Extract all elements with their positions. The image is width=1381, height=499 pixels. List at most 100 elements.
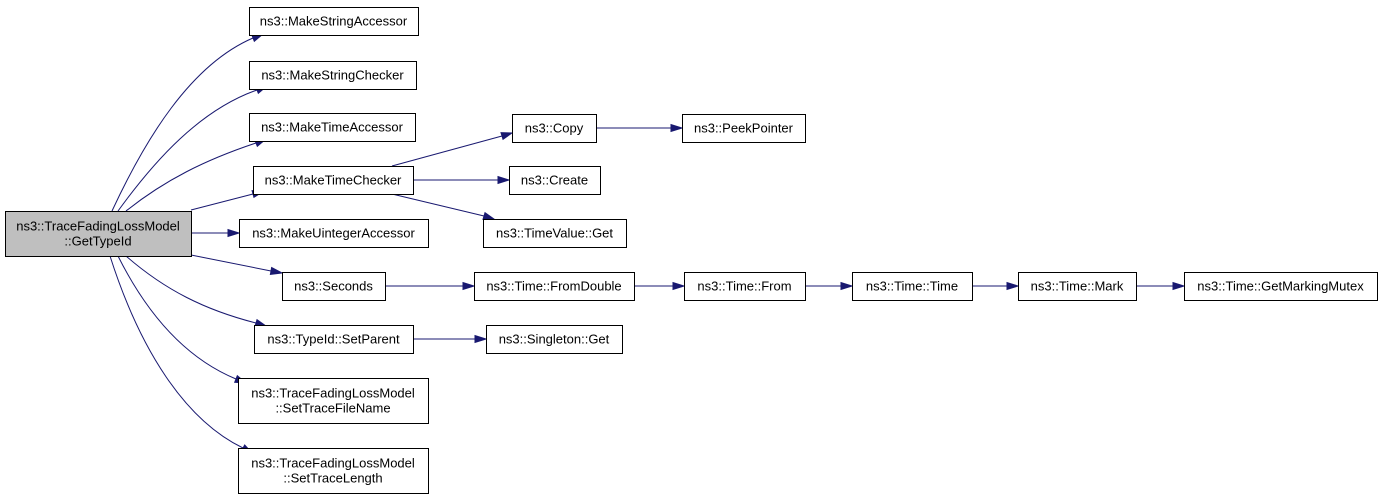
node-label: ns3::Copy	[525, 121, 584, 136]
edge-seconds-to-fromDouble	[385, 281, 476, 291]
edge-root-to-setTraceFileName	[117, 255, 248, 384]
node-box	[512, 114, 597, 143]
node-box	[238, 448, 429, 494]
edge-line	[391, 193, 485, 217]
arrowhead-icon	[462, 281, 476, 291]
node-singletonGet[interactable]: ns3::Singleton::Get	[486, 325, 623, 354]
node-makeTimeAccessor[interactable]: ns3::MakeTimeAccessor	[249, 113, 416, 142]
node-box	[253, 166, 414, 195]
node-makeStringChecker[interactable]: ns3::MakeStringChecker	[249, 61, 417, 90]
node-getMarkingMutex[interactable]: ns3::Time::GetMarkingMutex	[1184, 272, 1378, 301]
node-box	[684, 272, 806, 301]
node-label: ns3::Seconds	[294, 279, 373, 294]
node-label: ns3::TraceFadingLossModel	[251, 456, 415, 471]
edge-line	[125, 255, 257, 324]
edge-makeTimeChecker-to-create	[413, 175, 511, 185]
node-box	[852, 272, 973, 301]
edge-makeTimeChecker-to-copy	[391, 132, 514, 167]
node-setParent[interactable]: ns3::TypeId::SetParent	[254, 325, 414, 354]
edge-fromDouble-to-timeFrom	[634, 281, 686, 291]
edge-timeTime-to-timeMark	[972, 281, 1020, 291]
node-timeTime[interactable]: ns3::Time::Time	[852, 272, 973, 301]
edge-root-to-makeTimeAccessor	[125, 138, 268, 212]
arrowhead-icon	[227, 228, 241, 238]
edge-line	[117, 255, 237, 380]
node-box	[254, 325, 414, 354]
node-label: ns3::MakeStringChecker	[261, 68, 404, 83]
edge-root-to-makeStringChecker	[117, 85, 269, 212]
node-label: ns3::Time::Mark	[1031, 279, 1124, 294]
node-label: ns3::Time::FromDouble	[486, 279, 621, 294]
node-box	[249, 61, 417, 90]
node-label: ns3::Time::Time	[866, 279, 958, 294]
edge-setParent-to-singletonGet	[413, 334, 488, 344]
edge-timeMark-to-getMarkingMutex	[1136, 281, 1186, 291]
arrowhead-icon	[670, 123, 684, 133]
edge-line	[190, 193, 254, 211]
edge-root-to-makeStringAccessor	[111, 33, 265, 212]
edge-root-to-seconds	[190, 254, 284, 276]
node-label: ::SetTraceLength	[283, 471, 382, 486]
node-create[interactable]: ns3::Create	[509, 166, 601, 195]
node-timeValueGet[interactable]: ns3::TimeValue::Get	[483, 219, 627, 248]
edge-line	[391, 135, 503, 167]
node-box	[682, 114, 806, 143]
node-peekPointer[interactable]: ns3::PeekPointer	[682, 114, 806, 143]
node-root[interactable]: ns3::TraceFadingLossModel::GetTypeId	[5, 211, 192, 257]
node-box	[474, 272, 635, 301]
node-box	[249, 113, 416, 142]
node-box	[5, 211, 192, 257]
node-makeStringAccessor[interactable]: ns3::MakeStringAccessor	[249, 7, 419, 36]
arrowhead-icon	[500, 132, 514, 141]
node-label: ::SetTraceFileName	[275, 401, 390, 416]
node-label: ns3::MakeUintegerAccessor	[252, 226, 415, 241]
arrowhead-icon	[1006, 281, 1020, 291]
node-label: ns3::Time::From	[697, 279, 791, 294]
node-box	[239, 219, 429, 248]
node-box	[1018, 272, 1137, 301]
arrowhead-icon	[269, 266, 284, 276]
node-copy[interactable]: ns3::Copy	[512, 114, 597, 143]
node-label: ns3::TraceFadingLossModel	[16, 219, 180, 234]
arrowhead-icon	[840, 281, 854, 291]
edge-makeTimeChecker-to-timeValueGet	[391, 193, 496, 220]
arrowhead-icon	[1172, 281, 1186, 291]
node-label: ns3::TypeId::SetParent	[267, 332, 400, 347]
node-label: ::GetTypeId	[64, 234, 131, 249]
edge-line	[111, 37, 254, 212]
node-timeFrom[interactable]: ns3::Time::From	[684, 272, 806, 301]
node-box	[1184, 272, 1378, 301]
node-label: ns3::PeekPointer	[694, 121, 794, 136]
node-box	[486, 325, 623, 354]
node-label: ns3::MakeStringAccessor	[260, 14, 408, 29]
edge-root-to-setTraceLength	[109, 255, 254, 454]
edge-copy-to-peekPointer	[596, 123, 684, 133]
nodes-layer: ns3::TraceFadingLossModel::GetTypeIdns3:…	[5, 7, 1378, 494]
node-makeUintegerAccessor[interactable]: ns3::MakeUintegerAccessor	[239, 219, 429, 248]
edge-line	[125, 142, 257, 212]
arrowhead-icon	[497, 175, 511, 185]
node-timeMark[interactable]: ns3::Time::Mark	[1018, 272, 1137, 301]
edge-root-to-makeUintegerAccessor	[191, 228, 241, 238]
node-makeTimeChecker[interactable]: ns3::MakeTimeChecker	[253, 166, 414, 195]
node-label: ns3::Singleton::Get	[499, 332, 610, 347]
node-label: ns3::MakeTimeChecker	[265, 173, 402, 188]
node-label: ns3::Create	[521, 173, 588, 188]
node-label: ns3::Time::GetMarkingMutex	[1197, 279, 1364, 294]
edge-timeFrom-to-timeTime	[805, 281, 854, 291]
edge-root-to-setParent	[125, 255, 268, 327]
node-fromDouble[interactable]: ns3::Time::FromDouble	[474, 272, 635, 301]
node-box	[249, 7, 419, 36]
node-box	[483, 219, 627, 248]
node-box	[282, 272, 386, 301]
node-label: ns3::MakeTimeAccessor	[261, 120, 404, 135]
arrowhead-icon	[474, 334, 488, 344]
node-seconds[interactable]: ns3::Seconds	[282, 272, 386, 301]
node-setTraceLength[interactable]: ns3::TraceFadingLossModel::SetTraceLengt…	[238, 448, 429, 494]
edge-line	[117, 89, 258, 212]
node-setTraceFileName[interactable]: ns3::TraceFadingLossModel::SetTraceFileN…	[238, 378, 429, 424]
edge-line	[190, 254, 272, 272]
edge-line	[109, 255, 244, 449]
node-box	[509, 166, 601, 195]
